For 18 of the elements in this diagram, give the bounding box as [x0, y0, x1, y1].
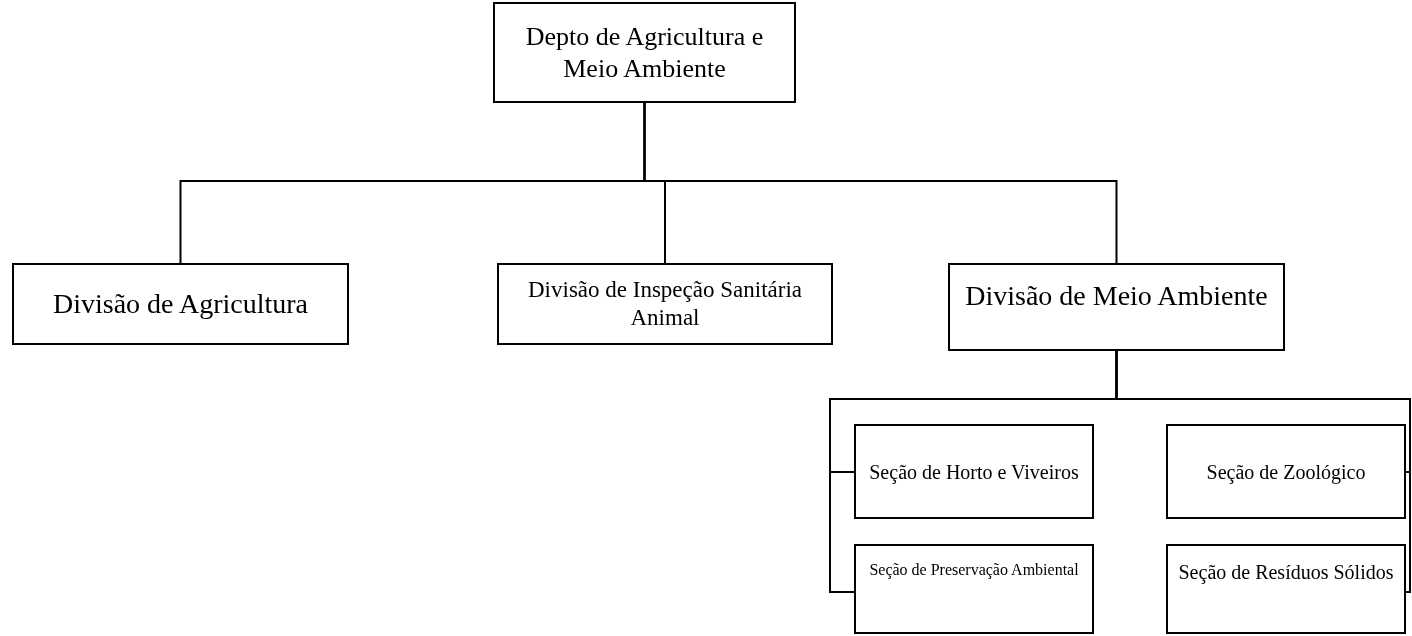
unit-name: Seção de Zoológico: [1206, 459, 1366, 484]
unit-name: Seção de Preservação Ambiental: [869, 560, 1079, 580]
org-unit-box: [854, 544, 1094, 634]
org-unit-box: [493, 2, 796, 103]
org-unit-box: [1166, 544, 1406, 634]
connector-line: [1115, 350, 1411, 593]
unit-name: Depto de Agricultura e Meio Ambiente: [524, 21, 765, 84]
unit-name: Divisão de Inspeção Sanitária Animal: [527, 276, 803, 332]
org-unit-box: [12, 263, 349, 345]
unit-name: Divisão de Meio Ambiente: [965, 279, 1268, 313]
connector-line: [643, 102, 1118, 264]
org-unit-box: [854, 424, 1094, 519]
org-unit-box: [1166, 424, 1406, 519]
org-unit-box: [948, 263, 1285, 351]
org-unit-box: [497, 263, 833, 345]
unit-name: Seção de Horto e Viveiros: [869, 459, 1079, 484]
unit-name: Seção de Resíduos Sólidos: [1178, 560, 1394, 584]
unit-name: Divisão de Agricultura: [52, 287, 309, 321]
